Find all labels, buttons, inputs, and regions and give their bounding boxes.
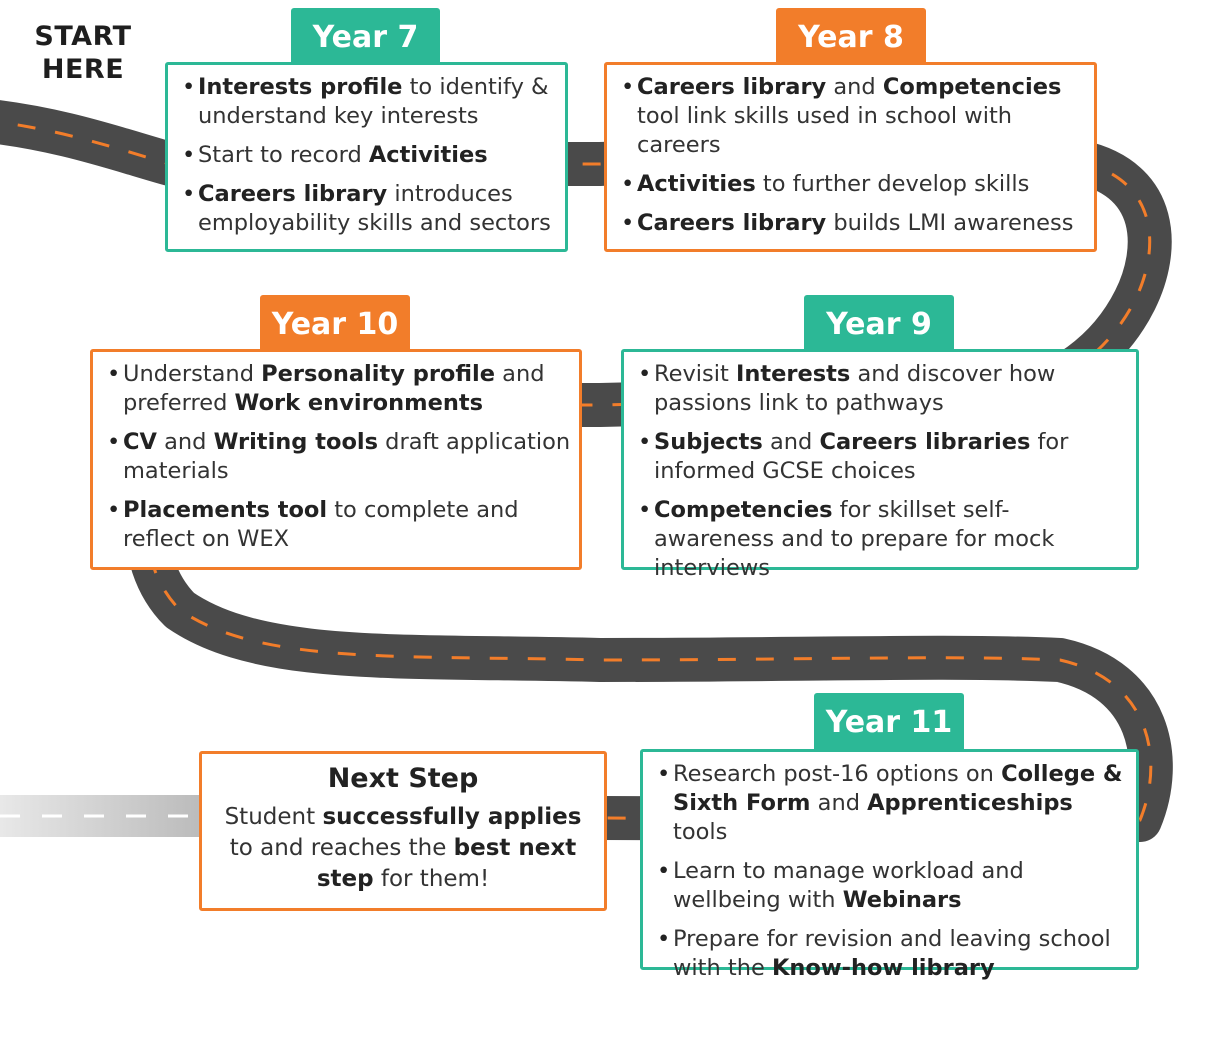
bold-term: Competencies [882, 74, 1062, 100]
year-10-title: Year 10 [271, 307, 399, 342]
start-line-2: HERE [41, 54, 125, 85]
text-run: Start to record [198, 142, 369, 168]
bold-term: Interests [735, 361, 851, 387]
bold-term: Careers library [637, 210, 827, 236]
text-run: builds LMI awareness [826, 210, 1074, 236]
list-item: Subjects and Careers libraries for infor… [638, 428, 1128, 486]
text-run: and [826, 74, 883, 100]
bold-term: Webinars [842, 887, 962, 913]
year-7-list: Interests profile to identify & understa… [182, 73, 557, 238]
text-run: and discover how passions link to pathwa… [654, 361, 1056, 416]
list-item: Revisit Interests and discover how passi… [638, 360, 1128, 418]
list-item: Research post-16 options on College & Si… [657, 760, 1128, 847]
text-run: and preferred [123, 361, 545, 416]
year-10-list: Understand Personality profile and prefe… [107, 360, 571, 554]
bold-term: Careers library [198, 181, 388, 207]
year-11-box: Research post-16 options on College & Si… [640, 749, 1139, 981]
year-8-list: Careers library and Competencies tool li… [621, 73, 1086, 238]
text-run: Research post-16 options on [673, 761, 1002, 787]
text-run: tools [673, 819, 728, 845]
bold-term: best next step [316, 835, 577, 892]
list-item: Learn to manage workload and wellbeing w… [657, 857, 1128, 915]
bold-term: Competencies [654, 497, 833, 523]
bold-term: Interests profile [198, 74, 403, 100]
text-run: Learn to manage workload and wellbeing w… [673, 858, 1024, 913]
year-11-list: Research post-16 options on College & Si… [657, 760, 1128, 983]
list-item: Prepare for revision and leaving school … [657, 925, 1128, 983]
bold-term: successfully applies [322, 804, 582, 830]
bold-term: Placements tool [123, 497, 328, 523]
text-run: and [762, 429, 820, 455]
list-item: Careers library builds LMI awareness [621, 209, 1086, 238]
text-run: tool link skills used in school with car… [637, 103, 1013, 158]
bold-term: Work environments [234, 390, 484, 416]
year-8-box: Careers library and Competencies tool li… [604, 62, 1097, 252]
list-item: Competencies for skillset self-awareness… [638, 496, 1128, 583]
next-step-title: Next Step [327, 763, 479, 794]
text-run: Understand [123, 361, 262, 387]
bold-term: Subjects [654, 429, 763, 455]
year-8-tab: Year 8 [776, 8, 926, 64]
list-item: Understand Personality profile and prefe… [107, 360, 571, 418]
year-7-title: Year 7 [312, 20, 419, 55]
bold-term: Know-how library [771, 955, 995, 981]
year-8-title: Year 8 [798, 20, 904, 55]
start-line-1: START [34, 21, 132, 52]
text-run: Revisit [654, 361, 736, 387]
text-run: to complete and reflect on WEX [123, 497, 519, 552]
next-step-box: Next Step Student successfully applies t… [199, 751, 607, 911]
text-run: for informed GCSE choices [654, 429, 1069, 484]
year-9-list: Revisit Interests and discover how passi… [638, 360, 1128, 583]
start-here-label: START HERE [28, 20, 138, 86]
list-item: Activities to further develop skills [621, 170, 1086, 199]
year-10-box: Understand Personality profile and prefe… [90, 349, 582, 570]
list-item: Placements tool to complete and reflect … [107, 496, 571, 554]
year-11-title: Year 11 [825, 705, 953, 740]
list-item: Interests profile to identify & understa… [182, 73, 557, 131]
text-run: to further develop skills [755, 171, 1030, 197]
year-9-tab: Year 9 [804, 295, 954, 351]
bold-term: CV [123, 429, 157, 455]
bold-term: College & Sixth Form [673, 761, 1123, 816]
text-run: Student [224, 804, 323, 830]
bold-term: Activities [637, 171, 756, 197]
text-run: and [156, 429, 214, 455]
bold-term: Writing tools [213, 429, 379, 455]
text-run: and [810, 790, 868, 816]
bold-term: Apprenticeships [867, 790, 1073, 816]
bold-term: Careers library [637, 74, 827, 100]
text-run: to and reaches the [229, 835, 454, 861]
list-item: CV and Writing tools draft application m… [107, 428, 571, 486]
text-run: draft application materials [123, 429, 571, 484]
year-9-title: Year 9 [826, 307, 932, 342]
bold-term: Activities [368, 142, 488, 168]
text-run: for them! [373, 866, 490, 892]
text-run: for skillset self-awareness and to prepa… [654, 497, 1055, 581]
year-10-tab: Year 10 [260, 295, 410, 351]
list-item: Careers library and Competencies tool li… [621, 73, 1086, 160]
year-11-tab: Year 11 [814, 693, 964, 749]
bold-term: Careers libraries [819, 429, 1031, 455]
list-item: Start to record Activities [182, 141, 557, 170]
list-item: Careers library introduces employability… [182, 180, 557, 238]
year-7-tab: Year 7 [291, 8, 440, 64]
year-7-box: Interests profile to identify & understa… [165, 62, 568, 252]
bold-term: Personality profile [261, 361, 496, 387]
text-run: Prepare for revision and leaving school … [673, 926, 1111, 981]
next-step-body: Student successfully applies to and reac… [202, 796, 604, 895]
text-run: to identify & understand key interests [198, 74, 549, 129]
text-run: introduces employability skills and sect… [198, 181, 551, 236]
year-9-box: Revisit Interests and discover how passi… [621, 349, 1139, 581]
